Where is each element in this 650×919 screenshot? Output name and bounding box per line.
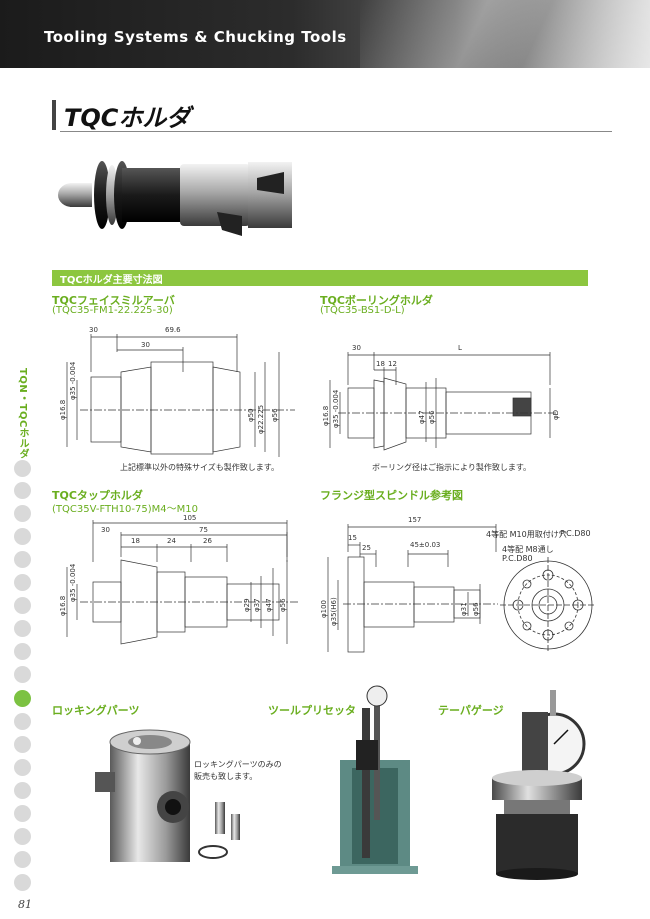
fm-dim-30b: 30 [141, 341, 150, 349]
side-dot [14, 666, 31, 683]
section-bar: TQCホルダ主要寸法図 [52, 270, 588, 286]
flange-drawing: 157 15 25 45±0.03 φ100 φ35(H6) φ31 φ56 [320, 516, 498, 653]
side-dot [14, 482, 31, 499]
fm-dim-35: φ35 -0.004 [69, 361, 77, 400]
bs-dim-35: φ35 -0.004 [332, 389, 340, 428]
tap-dim-105: 105 [183, 514, 196, 522]
locking-note: ロッキングパーツのみの 販売も致します。 [194, 759, 282, 783]
side-dot [14, 551, 31, 568]
tap-dim-30: 30 [101, 526, 110, 534]
side-dot [14, 805, 31, 822]
side-dot [14, 736, 31, 753]
tap-drawing: 105 30 75 18 24 26 φ35 -0.004 φ16.8 φ29 … [59, 514, 300, 645]
fl-dim-15: 15 [348, 534, 357, 542]
tap-dim-75: 75 [199, 526, 208, 534]
title-accent-bar [52, 100, 56, 130]
bs-dim-16-8: φ16.8 [322, 406, 330, 426]
tap-dim-18: 18 [131, 537, 140, 545]
bs-dim-12: 12 [388, 360, 397, 368]
fm-dim-16-8: φ16.8 [59, 400, 67, 420]
header-title: Tooling Systems & Chucking Tools [44, 28, 347, 46]
face-mill-note: 上記標準以外の特殊サイズも製作致します。 [120, 463, 279, 472]
fm-dim-30a: 30 [89, 326, 98, 334]
bs-dim-18: 18 [376, 360, 385, 368]
side-dot [14, 874, 31, 891]
side-dot [14, 505, 31, 522]
locking-heading: ロッキングパーツ [52, 704, 140, 717]
page-number: 81 [18, 898, 32, 911]
tap-dim-56: φ56 [279, 598, 287, 612]
bs-dim-47: φ47 [418, 410, 426, 424]
fl-dim-100: φ100 [320, 600, 328, 618]
tap-dim-37: φ37 [253, 598, 261, 612]
flange-annot-1: 4等配 M10用取付け穴 [486, 530, 567, 539]
section-label: TQCホルダ主要寸法図 [60, 275, 163, 286]
tap-dim-26: 26 [203, 537, 212, 545]
flange-annot-2: P.C.D80 [560, 529, 591, 538]
fl-dim-45: 45±0.03 [410, 541, 440, 549]
tap-dim-35: φ35 -0.004 [69, 563, 77, 602]
flange-heading: フランジ型スピンドル参考図 [320, 489, 463, 502]
header-shine [360, 0, 650, 68]
flange-annot-4: P.C.D80 [502, 554, 533, 563]
tap-dim-24: 24 [167, 537, 176, 545]
face-mill-drawing: 30 69.6 30 φ35 -0.004 φ16.8 φ50 φ22.225 … [59, 326, 295, 457]
taper-heading: テーパゲージ [438, 704, 504, 717]
side-dot [14, 528, 31, 545]
side-dot [14, 782, 31, 799]
page-title: TQCホルダ [64, 104, 191, 132]
bs-dim-56: φ56 [428, 410, 436, 424]
fm-dim-50: φ50 [247, 408, 255, 422]
face-mill-model: (TQC35-FM1-22.225-30) [52, 305, 173, 316]
fl-dim-31: φ31 [460, 602, 468, 616]
boring-model: (TQC35-BS1-D-L) [320, 305, 405, 316]
fl-dim-157: 157 [408, 516, 421, 524]
side-dot [14, 620, 31, 637]
side-dot [14, 597, 31, 614]
tap-heading: TQCタップホルダ [52, 489, 143, 502]
tap-dim-47: φ47 [265, 598, 273, 612]
bs-dim-D: φD [552, 410, 560, 420]
locking-note-line1: ロッキングパーツのみの [194, 760, 282, 769]
tap-dim-29: φ29 [243, 598, 251, 612]
side-dot [14, 643, 31, 660]
title-rule [60, 131, 612, 132]
flange-front-view [500, 557, 596, 653]
presetter-heading: ツールプリセッタ [268, 704, 356, 717]
page-header: Tooling Systems & Chucking Tools [0, 0, 650, 68]
side-dot [14, 574, 31, 591]
locking-parts-photo [95, 729, 240, 862]
fl-dim-56: φ56 [472, 602, 480, 616]
fm-dim-69-6: 69.6 [165, 326, 181, 334]
side-dot [14, 851, 31, 868]
fm-dim-22-225: φ22.225 [257, 405, 265, 434]
flange-annot-3: 4等配 M8通し [502, 545, 554, 554]
tap-model: (TQC35V-FTH10-75)M4～M10 [52, 504, 198, 515]
fl-dim-35h6: φ35(H6) [330, 597, 338, 626]
bs-dim-L: L [458, 344, 462, 352]
fl-dim-25: 25 [362, 544, 371, 552]
boring-drawing: 30 L 18 12 φ35 -0.004 φ16.8 φ47 φ56 φD [322, 344, 560, 451]
fm-dim-56: φ56 [271, 408, 279, 422]
side-dot-active [14, 690, 31, 707]
tap-dim-16-8: φ16.8 [59, 596, 67, 616]
face-mill-heading: TQCフェイスミルアーバ [52, 294, 175, 307]
boring-note: ボーリング径はご指示により製作致します。 [372, 463, 532, 472]
taper-gauge-photo [492, 690, 586, 880]
side-dot [14, 460, 31, 477]
side-dot [14, 759, 31, 776]
tool-presetter-photo [332, 685, 418, 874]
side-tab-label: TQN・TQCホルダ [17, 368, 28, 460]
title-block: TQCホルダ [52, 96, 612, 132]
tqc-holder-photo [58, 161, 292, 236]
bs-dim-30: 30 [352, 344, 361, 352]
side-dot [14, 828, 31, 845]
boring-heading: TQCボーリングホルダ [320, 294, 433, 307]
side-dot [14, 713, 31, 730]
locking-note-line2: 販売も致します。 [194, 772, 258, 781]
